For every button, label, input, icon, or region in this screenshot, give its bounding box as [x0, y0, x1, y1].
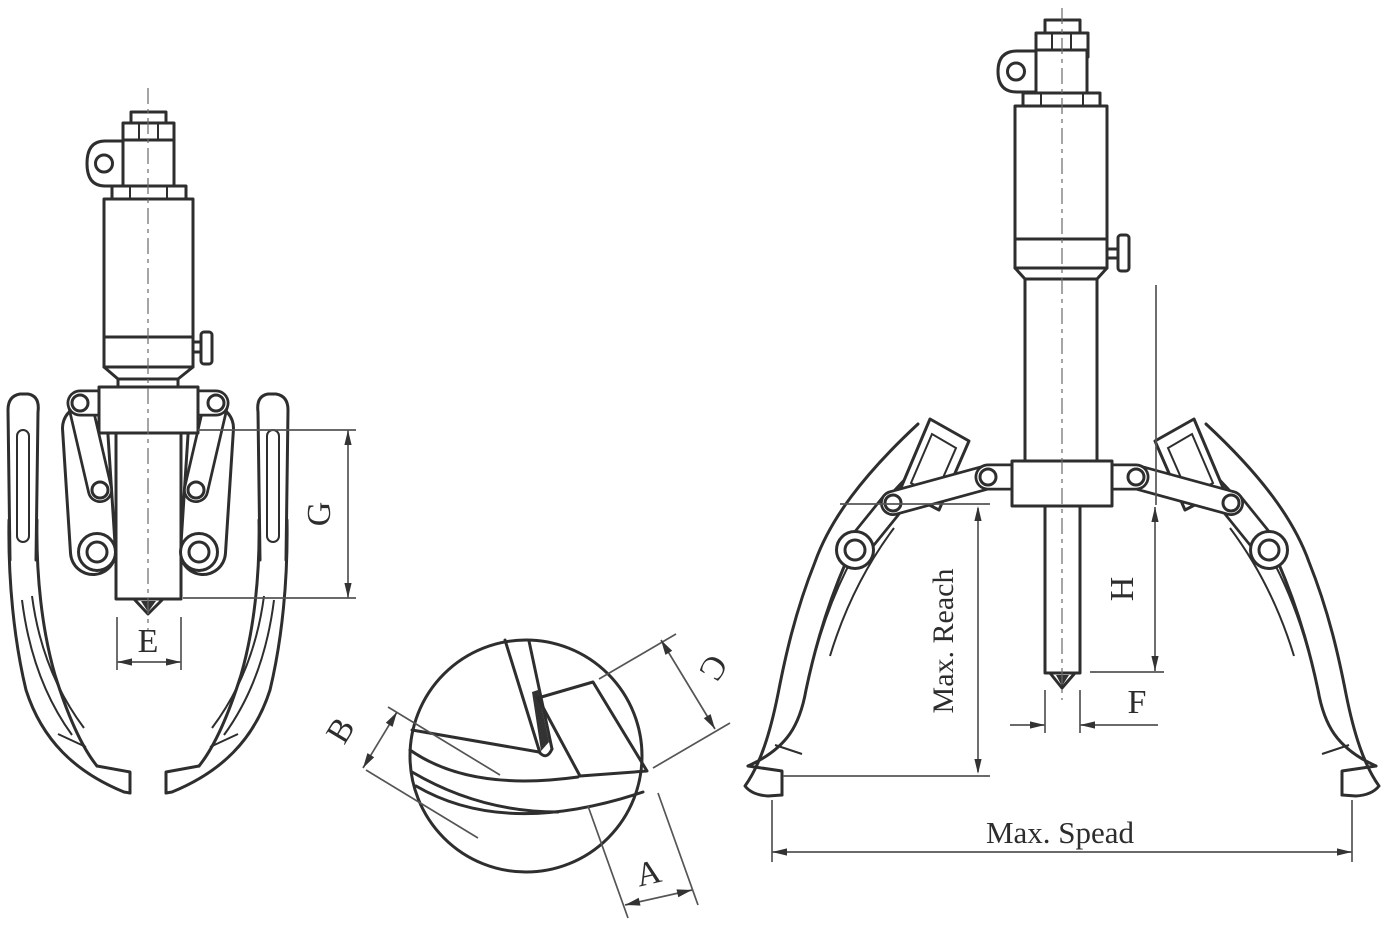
linkage-open-right	[1098, 463, 1282, 563]
dim-label-f: F	[1128, 684, 1147, 721]
dim-label-a: A	[633, 853, 666, 895]
linkage-right	[179, 389, 235, 576]
dim-label-b: B	[319, 711, 362, 750]
pivot-pins-side	[835, 467, 1289, 570]
dim-label-e: E	[138, 623, 159, 660]
dimension-e: E	[116, 617, 182, 670]
dimension-f: F	[1010, 684, 1158, 733]
hydraulic-cylinder-side	[996, 18, 1131, 690]
detail-circle-view: B C A	[319, 633, 735, 919]
linkage-open-left	[842, 463, 1026, 563]
dimension-a: A	[587, 792, 699, 919]
detail-circle	[408, 638, 644, 874]
release-valve-knob-side	[1116, 233, 1131, 273]
release-valve-stem-side	[1105, 247, 1120, 260]
dim-label-g: G	[301, 502, 338, 527]
dimension-max-spread: Max. Spead	[771, 800, 1353, 862]
jaw-arm-left	[6, 392, 132, 795]
dim-label-h: H	[1104, 577, 1141, 602]
dimension-g: G	[183, 429, 356, 599]
dimension-c: C	[598, 633, 735, 769]
release-valve-knob	[199, 330, 214, 366]
dim-label-max-spread: Max. Spead	[986, 815, 1135, 850]
dimension-max-reach: Max. Reach	[783, 503, 990, 777]
lug-hole-side	[1006, 61, 1026, 82]
front-view-puller: E G	[6, 88, 356, 795]
blade-hatch	[532, 690, 549, 751]
dim-label-max-reach: Max. Reach	[927, 569, 960, 714]
side-view-puller: H F Max. Reach Max. Sp	[743, 8, 1381, 862]
pivot-pins-front	[70, 393, 226, 572]
dimension-b: B	[319, 706, 501, 839]
detail-block	[536, 680, 649, 778]
dimension-h: H	[1090, 285, 1164, 673]
dim-label-c: C	[691, 648, 734, 687]
linkage-left	[61, 389, 117, 576]
lug-hole	[94, 153, 114, 174]
